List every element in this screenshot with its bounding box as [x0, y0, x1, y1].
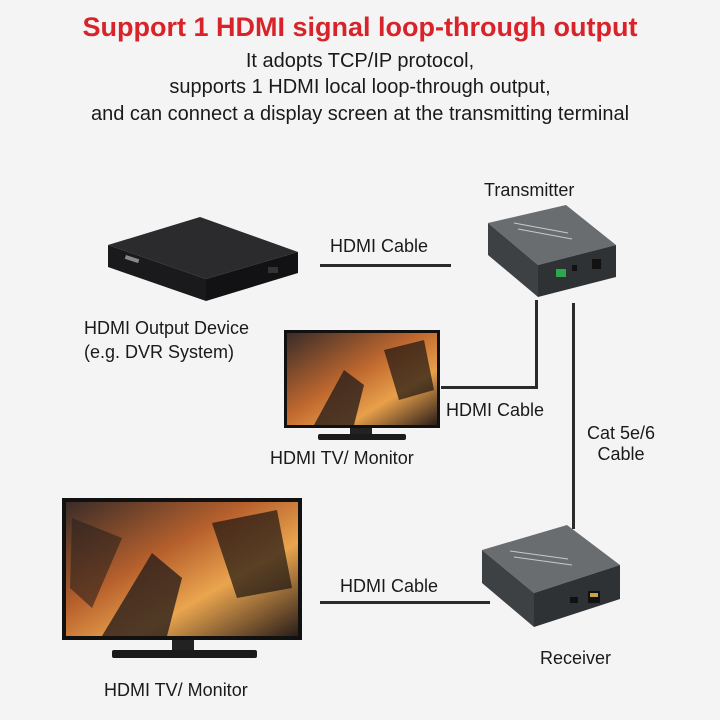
subtitle-line-1: It adopts TCP/IP protocol, [245, 50, 475, 72]
output-device-label-line-1: HDMI Output Device [84, 318, 250, 338]
monitor-large-label: HDMI TV/ Monitor [104, 680, 248, 700]
hdmi-cable-top-label: HDMI Cable [330, 236, 429, 256]
hdmi-cable-bottom-line [320, 601, 490, 604]
receiver-label: Receiver [540, 648, 612, 668]
cat-cable-label-line-1: Cat 5e/6 [586, 423, 656, 443]
subtitle-line-3: and can connect a display screen at the … [90, 103, 630, 125]
subtitle-line-2: supports 1 HDMI local loop-through outpu… [169, 76, 551, 98]
hdmi-cable-mid-label: HDMI Cable [446, 400, 545, 420]
output-device-label-line-2: (e.g. DVR System) [84, 342, 235, 362]
monitor-icon [284, 330, 440, 440]
cat-cable-label-line-2: Cable [597, 444, 645, 464]
monitor-small-label: HDMI TV/ Monitor [270, 448, 414, 468]
hdmi-cable-top-line [320, 264, 451, 267]
page-title: Support 1 HDMI signal loop-through outpu… [82, 12, 638, 42]
hdmi-cable-mid-riser [535, 300, 538, 389]
cat-cable-line [572, 303, 575, 529]
transmitter-box-icon [488, 205, 616, 297]
transmitter-label: Transmitter [484, 180, 575, 200]
hdmi-cable-mid-line [441, 386, 538, 389]
hdmi-cable-bottom-label: HDMI Cable [340, 576, 439, 596]
monitor-icon [62, 498, 302, 658]
receiver-box-icon [482, 525, 620, 627]
dvr-box-icon [108, 217, 298, 301]
